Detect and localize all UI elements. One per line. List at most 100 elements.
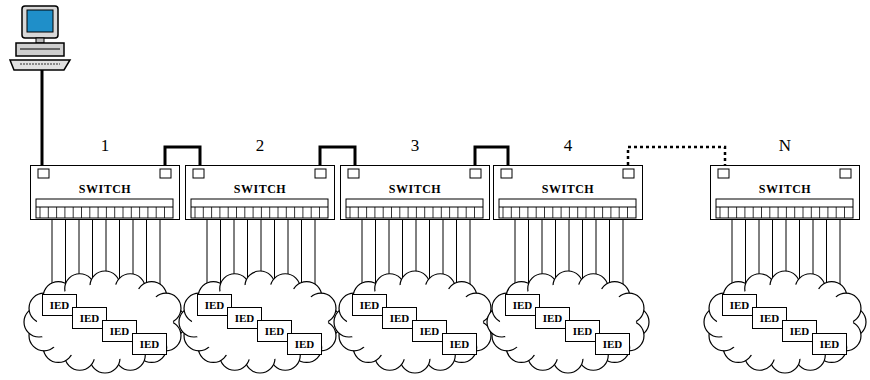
port bbox=[147, 207, 148, 218]
port bbox=[586, 207, 587, 218]
ied-label: IED bbox=[80, 312, 100, 324]
port bbox=[195, 207, 196, 218]
wire bbox=[160, 220, 161, 290]
port bbox=[48, 207, 49, 218]
ied-label: IED bbox=[235, 312, 255, 324]
wire bbox=[362, 220, 363, 290]
ied-label: IED bbox=[603, 338, 623, 350]
cloud-fill bbox=[37, 284, 173, 360]
ied-label: IED bbox=[513, 299, 533, 311]
switch-label: SWITCH bbox=[186, 182, 334, 197]
switch-link bbox=[165, 147, 200, 165]
port bbox=[619, 207, 620, 218]
port bbox=[511, 207, 512, 218]
computer-icon bbox=[10, 6, 70, 165]
port bbox=[89, 207, 90, 218]
port bbox=[769, 207, 770, 218]
cloud-fill bbox=[192, 284, 328, 360]
port-bank bbox=[36, 199, 173, 218]
wire bbox=[528, 220, 529, 290]
uplink-port bbox=[470, 169, 481, 178]
port bbox=[391, 207, 392, 218]
uplink-port bbox=[315, 169, 326, 178]
uplink-port bbox=[38, 169, 49, 178]
port-bank bbox=[346, 199, 483, 218]
port bbox=[424, 207, 425, 218]
port bbox=[366, 207, 367, 218]
port bbox=[811, 207, 812, 218]
port bbox=[827, 207, 828, 218]
switch-box: 1SWITCH bbox=[30, 165, 180, 220]
ied-label: IED bbox=[50, 299, 70, 311]
ied-label: IED bbox=[205, 299, 225, 311]
switch-number: 3 bbox=[341, 136, 489, 156]
uplink-port bbox=[840, 169, 851, 178]
port bbox=[319, 207, 320, 218]
port bbox=[261, 207, 262, 218]
port bbox=[106, 207, 107, 218]
ied-box: IED bbox=[812, 333, 847, 355]
wire bbox=[65, 220, 66, 290]
port bbox=[503, 207, 504, 218]
port bbox=[744, 207, 745, 218]
port bbox=[416, 207, 417, 218]
ied-label: IED bbox=[360, 299, 380, 311]
port bbox=[527, 207, 528, 218]
port bbox=[383, 207, 384, 218]
port bbox=[602, 207, 603, 218]
uplink-port bbox=[718, 169, 729, 178]
port bbox=[536, 207, 537, 218]
port bbox=[269, 207, 270, 218]
port bbox=[114, 207, 115, 218]
switch-number: 4 bbox=[494, 136, 642, 156]
ied-label: IED bbox=[265, 325, 285, 337]
switch-box: 3SWITCH bbox=[340, 165, 490, 220]
port bbox=[278, 207, 279, 218]
port bbox=[761, 207, 762, 218]
wire bbox=[315, 220, 316, 290]
cloud bbox=[487, 271, 649, 373]
port bbox=[449, 207, 450, 218]
port bbox=[627, 207, 628, 218]
port bbox=[474, 207, 475, 218]
port bbox=[253, 207, 254, 218]
wire bbox=[220, 220, 221, 290]
wire bbox=[207, 220, 208, 290]
port bbox=[64, 207, 65, 218]
uplink-port bbox=[623, 169, 634, 178]
switch-box: 4SWITCH bbox=[493, 165, 643, 220]
switch-box: 2SWITCH bbox=[185, 165, 335, 220]
port bbox=[228, 207, 229, 218]
uplink-port bbox=[348, 169, 359, 178]
port bbox=[302, 207, 303, 218]
wire bbox=[375, 220, 376, 290]
port bbox=[164, 207, 165, 218]
port bbox=[408, 207, 409, 218]
wire bbox=[732, 220, 733, 290]
ied-label: IED bbox=[760, 312, 780, 324]
ied-label: IED bbox=[790, 325, 810, 337]
port bbox=[156, 207, 157, 218]
port bbox=[211, 207, 212, 218]
ied-box: IED bbox=[132, 333, 167, 355]
port-bank bbox=[716, 199, 853, 218]
wire bbox=[609, 220, 610, 290]
port bbox=[844, 207, 845, 218]
port-bank bbox=[191, 199, 328, 218]
port bbox=[786, 207, 787, 218]
port bbox=[594, 207, 595, 218]
port bbox=[219, 207, 220, 218]
ied-label: IED bbox=[110, 325, 130, 337]
switch-label: SWITCH bbox=[494, 182, 642, 197]
wire bbox=[826, 220, 827, 290]
port bbox=[457, 207, 458, 218]
uplink-port bbox=[160, 169, 171, 178]
port bbox=[561, 207, 562, 218]
wire bbox=[146, 220, 147, 290]
uplink-port bbox=[501, 169, 512, 178]
ied-label: IED bbox=[543, 312, 563, 324]
port bbox=[577, 207, 578, 218]
port bbox=[236, 207, 237, 218]
wire bbox=[52, 220, 53, 290]
port bbox=[433, 207, 434, 218]
